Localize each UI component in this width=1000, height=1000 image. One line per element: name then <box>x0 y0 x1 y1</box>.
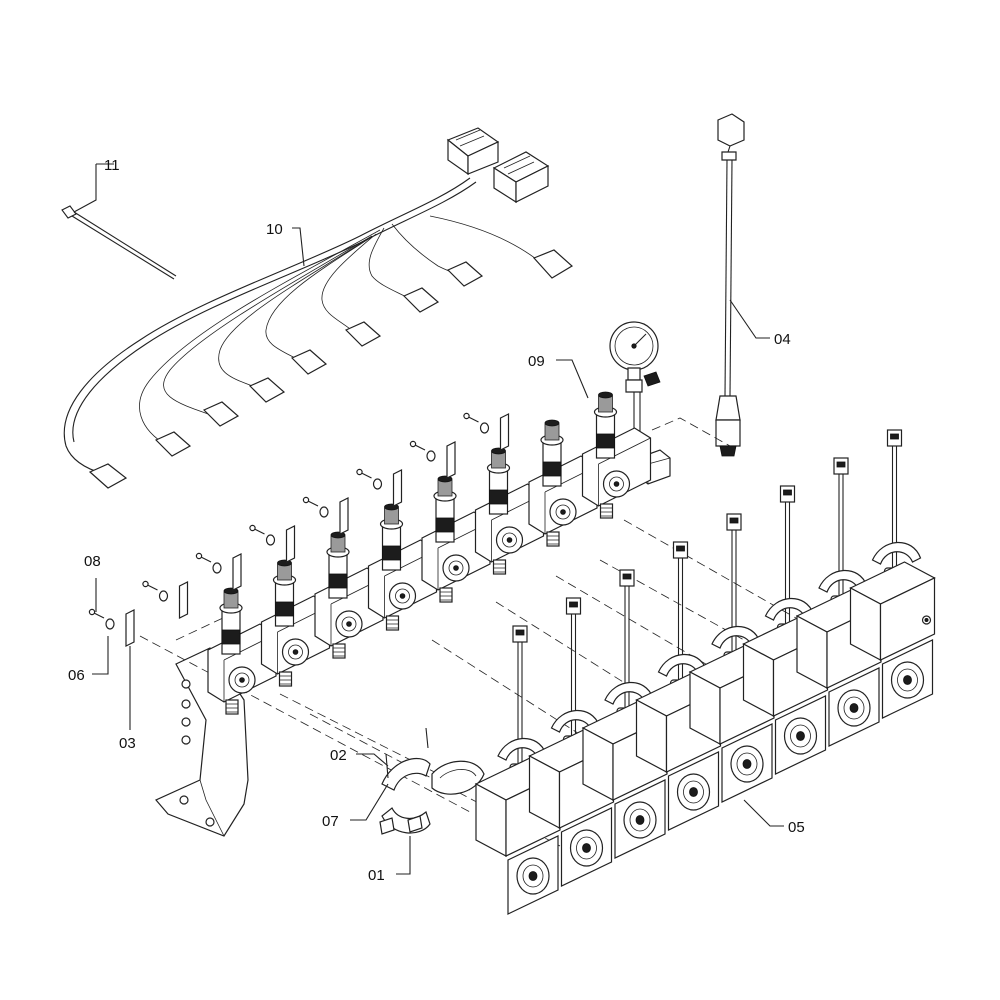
fastener-set <box>302 496 349 535</box>
callout-06: 06 <box>68 667 85 684</box>
callout-08: 08 <box>84 553 101 570</box>
fastener-set <box>88 608 135 647</box>
fastener-set <box>463 412 510 451</box>
callout-09: 09 <box>528 353 545 370</box>
fastener-set <box>195 552 242 591</box>
fastener-set <box>249 524 296 563</box>
wiring-harness <box>63 127 574 489</box>
callout-11: 11 <box>104 157 120 174</box>
callout-03: 03 <box>119 735 136 752</box>
electric-actuators <box>474 429 936 915</box>
actuator-unit <box>849 429 936 719</box>
valve-section <box>367 503 438 631</box>
valve-section <box>528 419 598 547</box>
valve-section <box>314 531 384 659</box>
valve-section <box>260 559 331 687</box>
clamp-assembly <box>379 727 485 835</box>
fastener-set <box>142 580 189 619</box>
callout-labels: 01 02 03 04 05 06 07 08 09 10 11 <box>68 157 805 884</box>
callout-07: 07 <box>322 813 339 830</box>
callout-01: 01 <box>368 867 385 884</box>
callout-leaders <box>73 163 784 875</box>
valve-section <box>207 587 277 715</box>
cable-tie <box>61 205 177 280</box>
valve-manifold <box>207 391 652 715</box>
callout-10: 10 <box>266 221 283 238</box>
harness-main-connectors <box>446 127 550 204</box>
hardware-row <box>88 412 510 647</box>
callout-05: 05 <box>788 819 805 836</box>
sensor-cable <box>715 113 745 457</box>
callout-02: 02 <box>330 747 347 764</box>
harness-branch-connectors <box>88 249 574 489</box>
fastener-set <box>409 440 456 479</box>
valve-section <box>581 391 652 519</box>
callout-04: 04 <box>774 331 791 348</box>
fastener-set <box>356 468 403 507</box>
valve-section <box>421 475 491 603</box>
valve-section <box>474 447 545 575</box>
